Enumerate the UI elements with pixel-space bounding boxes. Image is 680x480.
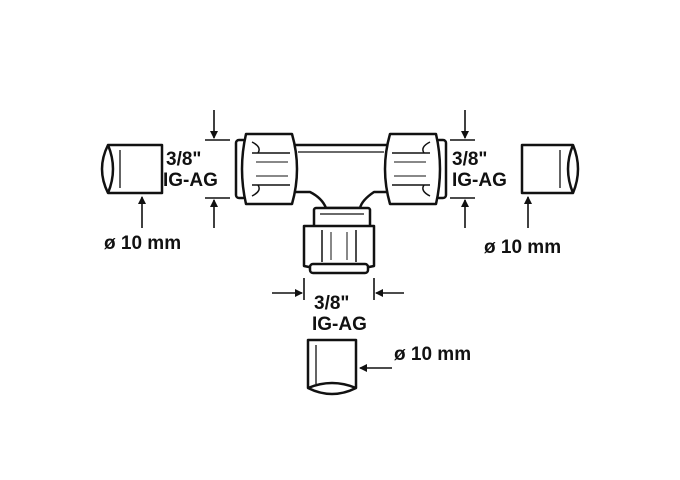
nut-right <box>383 132 448 206</box>
thread-left-type: IG-AG <box>163 170 218 191</box>
tube-right-diameter: ø 10 mm <box>484 237 562 258</box>
tube-bottom <box>306 338 358 396</box>
tube-left-diameter: ø 10 mm <box>104 233 182 254</box>
dim-thread-bottom <box>272 278 404 300</box>
tube-left <box>100 143 164 195</box>
dim-thread-right <box>450 110 475 228</box>
nut-left <box>234 132 299 206</box>
thread-bottom-type: IG-AG <box>312 314 367 335</box>
thread-bottom-size: 3/8" <box>314 293 350 314</box>
tube-right <box>520 143 580 195</box>
thread-right-size: 3/8" <box>452 149 488 170</box>
tee-body <box>288 143 394 230</box>
nut-bottom <box>302 224 376 275</box>
dim-thread-left <box>205 110 230 228</box>
thread-right-type: IG-AG <box>452 170 507 191</box>
thread-left-size: 3/8" <box>166 149 202 170</box>
tube-bottom-diameter: ø 10 mm <box>394 344 472 365</box>
